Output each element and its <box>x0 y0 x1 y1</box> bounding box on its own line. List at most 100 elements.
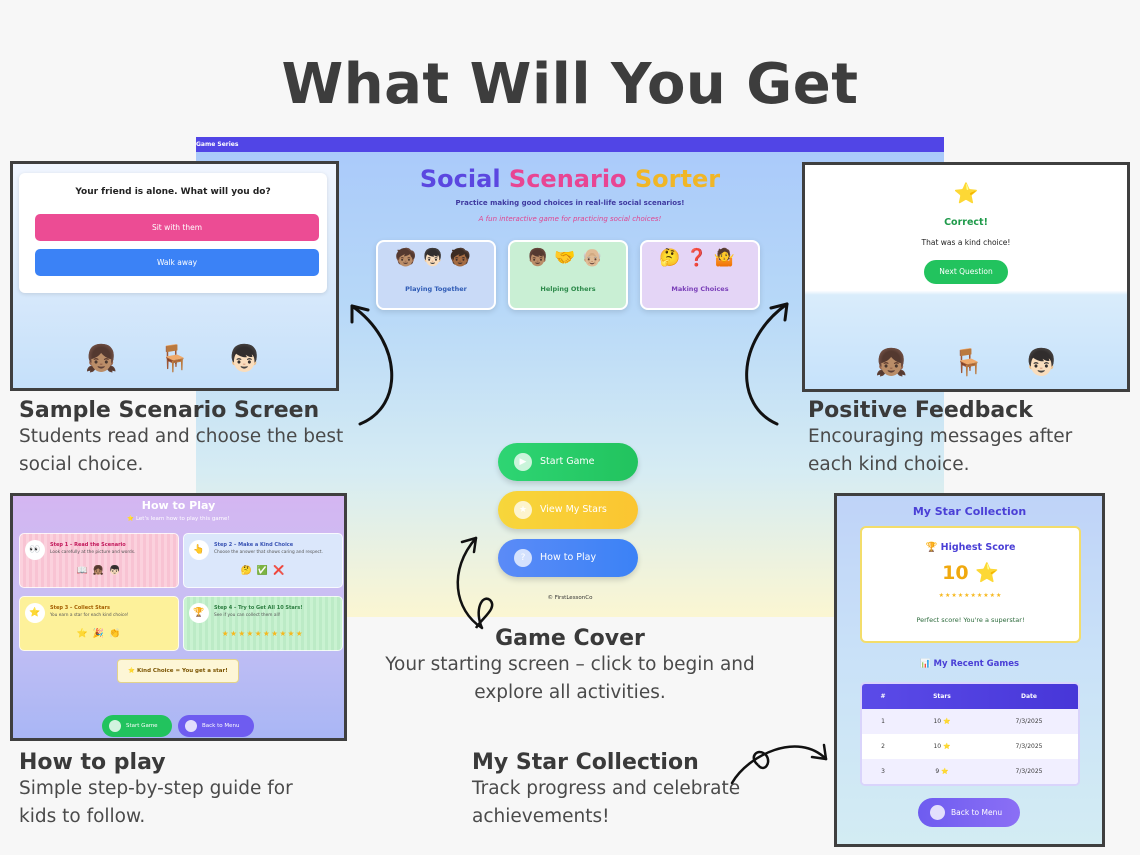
how-to-play-label: How to Play <box>540 552 597 563</box>
star-icon: ⭐ <box>953 181 979 205</box>
caption-heading: Positive Feedback <box>808 398 1033 423</box>
how-to-play-screenshot: How to Play ⭐ Let's learn how to play th… <box>10 493 347 741</box>
star-collection-title: My Star Collection <box>912 505 1027 518</box>
column-header: Stars <box>933 693 951 700</box>
step-card-1: 👀 Step 1 – Read the Scenario Look carefu… <box>19 533 179 588</box>
caption-heading: How to play <box>19 750 166 775</box>
star-row: ★★★★★★★★★★ <box>938 592 1003 599</box>
table-cell: 10 ⭐ <box>933 743 951 750</box>
scenario-screenshot: Your friend is alone. What will you do? … <box>10 161 339 391</box>
step-emojis: 🤔 ✅ ❌ <box>240 566 286 576</box>
page-title: What Will You Get <box>281 52 859 117</box>
next-question-button[interactable]: Next Question <box>924 260 1008 284</box>
boy-icon: 👦🏻 <box>228 344 261 374</box>
caption-line: social choice. <box>19 454 144 475</box>
choice-button-sit[interactable]: Sit with them <box>35 214 319 241</box>
home-icon <box>185 720 197 732</box>
star-icon: ★ <box>514 501 532 519</box>
arrow-to-stars-icon <box>730 743 828 785</box>
caption-line: kids to follow. <box>19 806 146 827</box>
table-cell: 7/3/2025 <box>1015 718 1043 725</box>
view-my-stars-button[interactable]: ★ View My Stars <box>498 491 638 529</box>
caption-line: Track progress and celebrate <box>472 778 741 799</box>
game-tagline: A fun interactive game for practicing so… <box>478 215 662 223</box>
category-icons: 🤔❓🤷 <box>659 248 741 268</box>
step-emojis: 📖 👧🏽 👦🏻 <box>76 566 122 576</box>
caption-heading: Sample Scenario Screen <box>19 398 320 423</box>
table-cell: 3 <box>881 768 885 775</box>
start-game-label: Start Game <box>126 723 158 729</box>
caption-cover: Game Cover Your starting screen – click … <box>350 626 790 707</box>
caption-line: explore all activities. <box>474 682 666 703</box>
table-header: # Stars Date <box>862 684 1078 709</box>
play-icon: ▶ <box>514 453 532 471</box>
step-card-4: 🏆 Step 4 – Try to Get All 10 Stars! See … <box>183 596 343 651</box>
category-card-making-choices[interactable]: 🤔❓🤷 Making Choices <box>640 240 760 310</box>
scenario-figures: 👧🏽 🪑 👦🏻 <box>13 344 336 384</box>
category-label: Playing Together <box>405 285 467 293</box>
girl-icon: 👧🏽 <box>875 348 908 378</box>
game-title-word-2: Scenario <box>508 165 627 193</box>
arrow-to-scenario-icon <box>350 304 394 426</box>
caption-feedback: Positive Feedback Encouraging messages a… <box>808 398 1072 479</box>
chair-icon: 🪑 <box>952 348 985 378</box>
caption-line: achievements! <box>472 806 610 827</box>
back-to-menu-label: Back to Menu <box>951 808 1003 817</box>
step-desc: Choose the answer that shows caring and … <box>214 550 323 555</box>
caption-stars: My Star Collection Track progress and ce… <box>472 750 740 831</box>
highest-score-label: 🏆 Highest Score <box>925 542 1016 553</box>
scenario-card: Your friend is alone. What will you do? … <box>19 173 327 293</box>
caption-line: each kind choice. <box>808 454 970 475</box>
question-icon: ? <box>514 549 532 567</box>
step-title: Step 1 – Read the Scenario <box>50 542 126 548</box>
table-row: 3 9 ⭐ 7/3/2025 <box>862 759 1078 784</box>
table-cell: 9 ⭐ <box>935 768 949 775</box>
choice-button-walk-away[interactable]: Walk away <box>35 249 319 276</box>
category-label: Helping Others <box>540 285 596 293</box>
how-to-play-title: How to Play <box>141 499 216 512</box>
arrow-to-cover-icon <box>456 536 494 630</box>
star-icon: ⭐ <box>25 603 45 623</box>
step-desc: Look carefully at the picture and words. <box>50 550 136 555</box>
feedback-screenshot: ⭐ Correct! That was a kind choice! Next … <box>802 162 1130 392</box>
star-collection-screenshot: My Star Collection 🏆 Highest Score 10 ⭐ … <box>834 493 1105 847</box>
caption-heading: My Star Collection <box>472 750 699 775</box>
caption-heading: Game Cover <box>495 626 645 651</box>
game-title-word-1: Social <box>419 165 501 193</box>
step-card-3: ⭐ Step 3 – Collect Stars You earn a star… <box>19 596 179 651</box>
game-title-word-3: Sorter <box>634 165 721 193</box>
game-title: Social Scenario Sorter <box>196 165 944 193</box>
how-to-play-button[interactable]: ? How to Play <box>498 539 638 577</box>
table-row: 1 10 ⭐ 7/3/2025 <box>862 709 1078 734</box>
home-icon <box>930 805 945 820</box>
step-title: Step 2 – Make a Kind Choice <box>214 542 294 548</box>
scenario-question: Your friend is alone. What will you do? <box>75 187 271 197</box>
score-message: Perfect score! You're a superstar! <box>916 616 1025 624</box>
category-card-helping-others[interactable]: 👦🏽🤝👴🏼 Helping Others <box>508 240 628 310</box>
back-to-menu-button[interactable]: Back to Menu <box>918 798 1020 827</box>
table-cell: 1 <box>881 718 885 725</box>
start-game-button[interactable]: Start Game <box>102 715 172 737</box>
feedback-heading: Correct! <box>944 217 988 228</box>
table-cell: 7/3/2025 <box>1015 743 1043 750</box>
girl-icon: 👧🏽 <box>85 344 118 374</box>
back-to-menu-button[interactable]: Back to Menu <box>178 715 254 737</box>
kind-choice-note: ⭐ Kind Choice = You get a star! <box>117 659 239 683</box>
table-cell: 10 ⭐ <box>933 718 951 725</box>
category-card-playing-together[interactable]: 🧒🏽👦🏻🧒🏾 Playing Together <box>376 240 496 310</box>
star-row: ★★★★★★★★★★ <box>221 629 305 638</box>
copyright: © FirstLessonCo <box>547 595 593 601</box>
category-icons: 🧒🏽👦🏻🧒🏾 <box>395 248 477 268</box>
step-title: Step 3 – Collect Stars <box>50 605 110 611</box>
highest-score-card: 🏆 Highest Score 10 ⭐ ★★★★★★★★★★ Perfect … <box>860 526 1081 643</box>
category-icons: 👦🏽🤝👴🏼 <box>527 248 609 268</box>
caption-how-to-play: How to play Simple step-by-step guide fo… <box>19 750 293 831</box>
start-game-label: Start Game <box>540 456 595 467</box>
start-game-button[interactable]: ▶ Start Game <box>498 443 638 481</box>
series-bar: Game Series <box>196 137 944 152</box>
caption-line: Your starting screen – click to begin an… <box>385 654 755 675</box>
caption-line: Students read and choose the best <box>19 426 344 447</box>
table-cell: 2 <box>881 743 885 750</box>
caption-scenario: Sample Scenario Screen Students read and… <box>19 398 343 479</box>
arrow-to-feedback-icon <box>745 302 789 426</box>
